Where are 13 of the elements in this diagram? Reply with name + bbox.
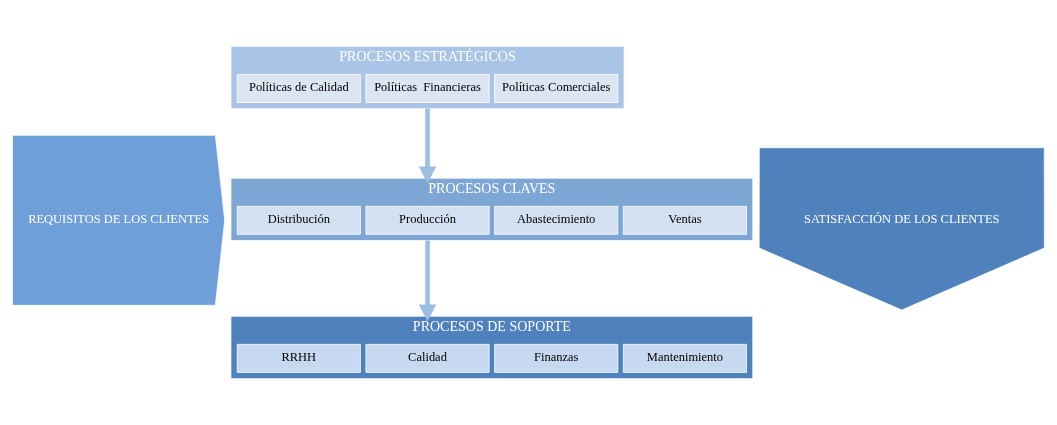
node-box: Políticas Comerciales (494, 74, 619, 103)
node-box: Finanzas (494, 343, 619, 373)
node-box: RRHH (236, 343, 361, 373)
node-box: Políticas Financieras (365, 74, 490, 103)
node-box: Ventas (622, 205, 747, 235)
node-box: Abastecimiento (494, 205, 619, 235)
node-box: Mantenimiento (622, 343, 747, 373)
arrow (418, 108, 437, 184)
arrow (418, 240, 437, 322)
node-box: Producción (365, 205, 490, 235)
node-box: Calidad (365, 343, 490, 373)
node-box: Políticas de Calidad (236, 74, 361, 103)
node-box: Distribución (236, 205, 361, 235)
